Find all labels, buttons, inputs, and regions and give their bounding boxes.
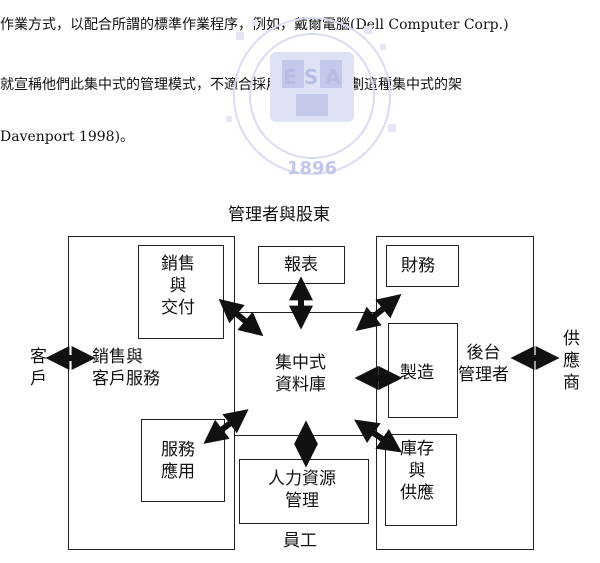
central-database-label: 集中式 資料庫 [275,353,326,395]
inventory-label: 庫存 與 供應 [400,439,434,503]
reports-label: 報表 [284,255,318,275]
paragraph-line-3: Davenport 1998)。 [0,129,135,145]
bottom-label: 員工 [283,531,317,551]
inventory-box [385,434,457,526]
arrow-finance-db [355,293,402,332]
seal-letters: E S A [283,65,341,89]
supplier-label: 供 應 商 [563,329,580,393]
front-office-label: 銷售與 客戶服務 [92,347,160,389]
finance-label: 財務 [401,256,435,276]
sales-box [138,245,224,339]
top-label: 管理者與股東 [228,205,330,225]
service-box [141,419,225,502]
sales-label: 銷售 與 交付 [161,254,195,318]
arrow-sales-db [218,298,264,337]
customer-label: 客 戶 [30,347,47,389]
arrow-inventory-db [354,419,402,453]
seal-year: 1896 [287,158,337,179]
finance-box [386,245,459,287]
arrow-service-db [203,409,249,444]
service-label: 服務 應用 [161,440,195,482]
manufacturing-label: 製造 [400,363,434,383]
back-office-label: 後台 管理者 [458,343,509,385]
hr-label: 人力資源 管理 [268,469,336,511]
university-seal-watermark: E S A 1896 [226,17,396,179]
